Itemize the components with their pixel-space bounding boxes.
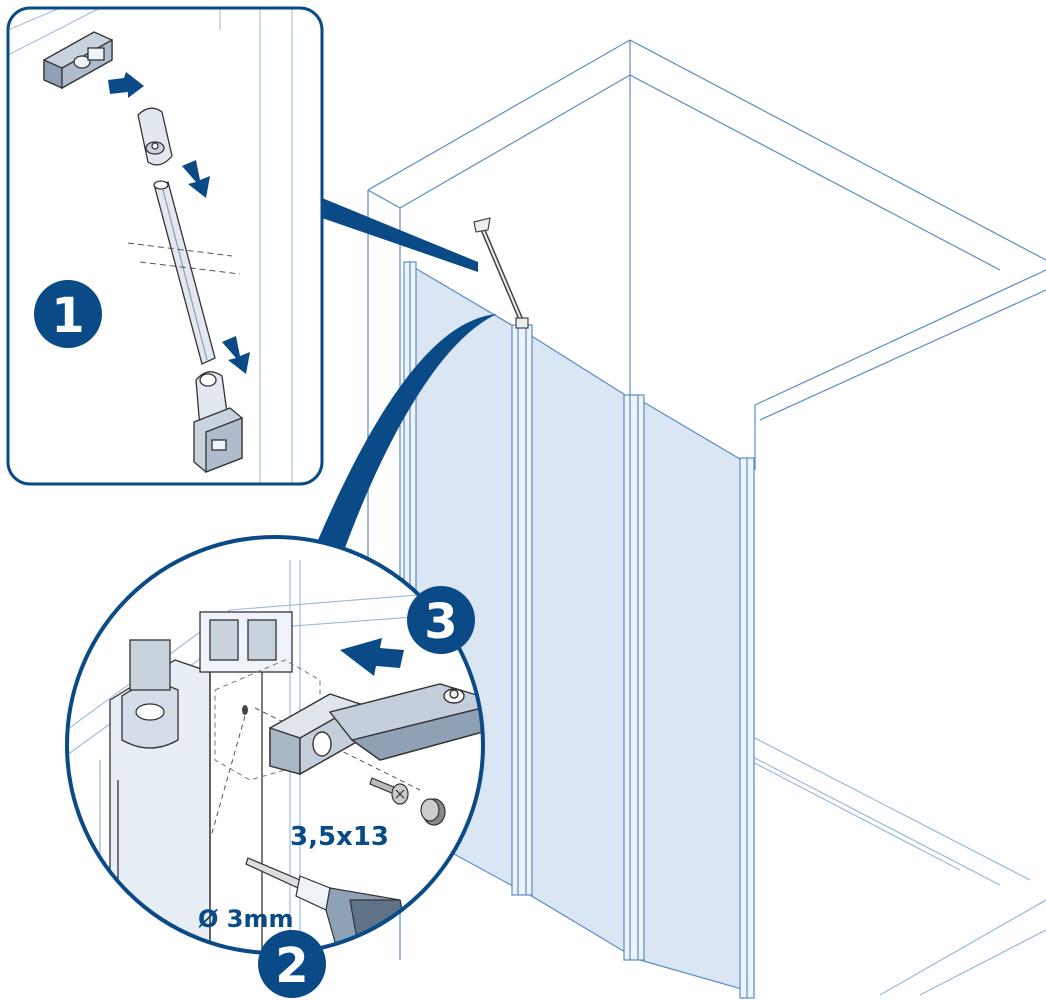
svg-text:3: 3: [424, 594, 457, 650]
rod-connector-top: [137, 107, 173, 166]
svg-text:1: 1: [51, 288, 84, 344]
stabilizer-bar: [473, 217, 529, 329]
rod-connector-bottom: [193, 371, 243, 473]
stabilizer-rod: [153, 180, 216, 365]
inset-step-1: 1: [6, 6, 324, 486]
left-wall: [367, 39, 1046, 960]
down-arrow-icon: [182, 160, 210, 198]
screw-size-label: 3,5x13: [290, 822, 389, 852]
step-badge-1: 1: [34, 280, 102, 348]
push-arrow-icon: [340, 638, 404, 676]
folding-panel-left: [529, 333, 631, 957]
callout-arc: [318, 314, 497, 548]
hinge-profile-2: [623, 394, 645, 961]
screw-icon: [369, 777, 409, 805]
cut-marks: [127, 242, 241, 275]
svg-text:2: 2: [275, 938, 308, 994]
wall-bracket-top: [43, 31, 113, 90]
cover-cap-icon: [420, 798, 446, 826]
step-badge-3: 3: [407, 586, 475, 654]
drill-diameter-label: Ø 3mm: [198, 905, 293, 933]
folding-panel-right: [639, 398, 746, 991]
hinge-profile-detail: [99, 611, 293, 953]
hinge-profile-1: [511, 324, 533, 896]
detail-view: 3,5x13 Ø 3mm: [65, 535, 485, 955]
push-arrow-icon: [108, 72, 144, 98]
step-badge-2: 2: [258, 930, 326, 998]
wall-bracket-detail: [269, 683, 483, 776]
down-arrow-icon: [222, 336, 250, 374]
callout-pointer-1: [322, 198, 478, 272]
right-wall: [754, 269, 1046, 470]
